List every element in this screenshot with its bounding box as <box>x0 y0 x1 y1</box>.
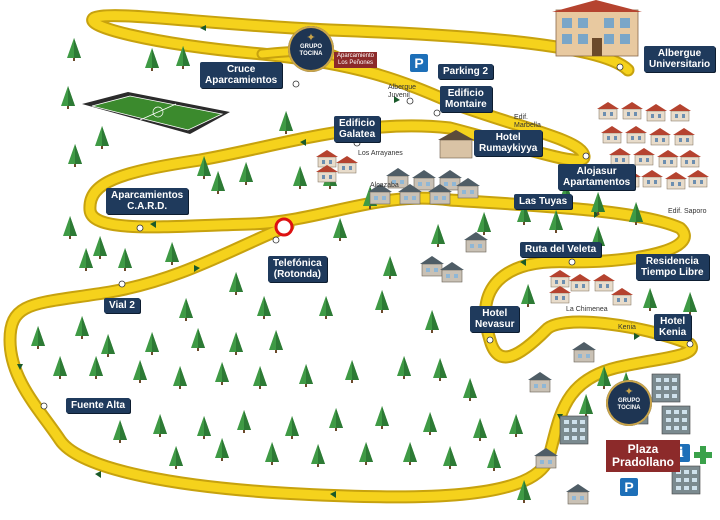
waypoints <box>40 63 694 410</box>
label-edificio-galatea[interactable]: Edificio Galatea <box>334 116 381 142</box>
label-hotel-nevasur[interactable]: Hotel Nevasur <box>470 306 520 332</box>
hotel-rumaykiyya-building <box>438 130 474 159</box>
label-fuente-alta[interactable]: Fuente Alta <box>66 398 131 413</box>
text-alcazaba: Alcazaba <box>370 182 399 189</box>
text-los-arrayanes: Los Arrayanes <box>358 150 403 157</box>
pharmacy-icon <box>694 446 712 464</box>
label-ruta-del-veleta[interactable]: Ruta del Veleta <box>520 242 602 257</box>
aparcamiento-los-penones-label: Aparcamiento Los Peñones <box>334 52 378 68</box>
logo-emblem-icon: ✦ <box>624 386 634 398</box>
albergue-building <box>552 0 642 57</box>
grupo-tocina-logo-top: ✦ GRUPO TOCINA <box>288 26 334 72</box>
label-telefonica-rotonda[interactable]: Telefónica (Rotonda) <box>268 256 327 282</box>
label-cruce-aparcamientos[interactable]: Cruce Aparcamientos <box>200 62 283 88</box>
parking-icon[interactable]: P <box>620 478 638 496</box>
text-albergue-juvenil: Albergue Juvenil <box>388 84 417 99</box>
label-residencia-tiempo-libre[interactable]: Residencia Tiempo Libre <box>636 254 709 280</box>
football-field <box>82 92 230 134</box>
label-alojasur-apartamentos[interactable]: Alojasur Apartamentos <box>558 164 636 190</box>
text-edif-saporo: Edif. Saporo <box>668 208 707 215</box>
label-albergue-universitario[interactable]: Albergue Universitario <box>644 46 716 72</box>
label-vial-2[interactable]: Vial 2 <box>104 298 140 313</box>
label-las-tuyas[interactable]: Las Tuyas <box>514 194 573 209</box>
label-edificio-montaire[interactable]: Edificio Montaire <box>440 86 492 112</box>
text-la-chimenea: La Chimenea <box>566 306 608 313</box>
text-kenia: Kenia <box>618 324 636 331</box>
logo-emblem-icon: ✦ <box>306 32 316 44</box>
label-hotel-kenia[interactable]: Hotel Kenia <box>654 314 692 340</box>
text-edif-marbella: Edif. Marbella <box>514 114 541 129</box>
label-hotel-rumaykiyya[interactable]: Hotel Rumaykiyya <box>474 130 543 156</box>
roundabout <box>274 217 294 237</box>
grupo-tocina-logo-bottom: ✦ GRUPO TOCINA <box>606 380 652 426</box>
label-parking-2[interactable]: Parking 2 <box>438 64 494 79</box>
label-aparcamientos-card[interactable]: Aparcamientos C.A.R.D. <box>106 188 189 214</box>
label-plaza-pradollano[interactable]: Plaza Pradollano <box>606 440 681 472</box>
parking-icon[interactable]: P <box>410 54 428 72</box>
